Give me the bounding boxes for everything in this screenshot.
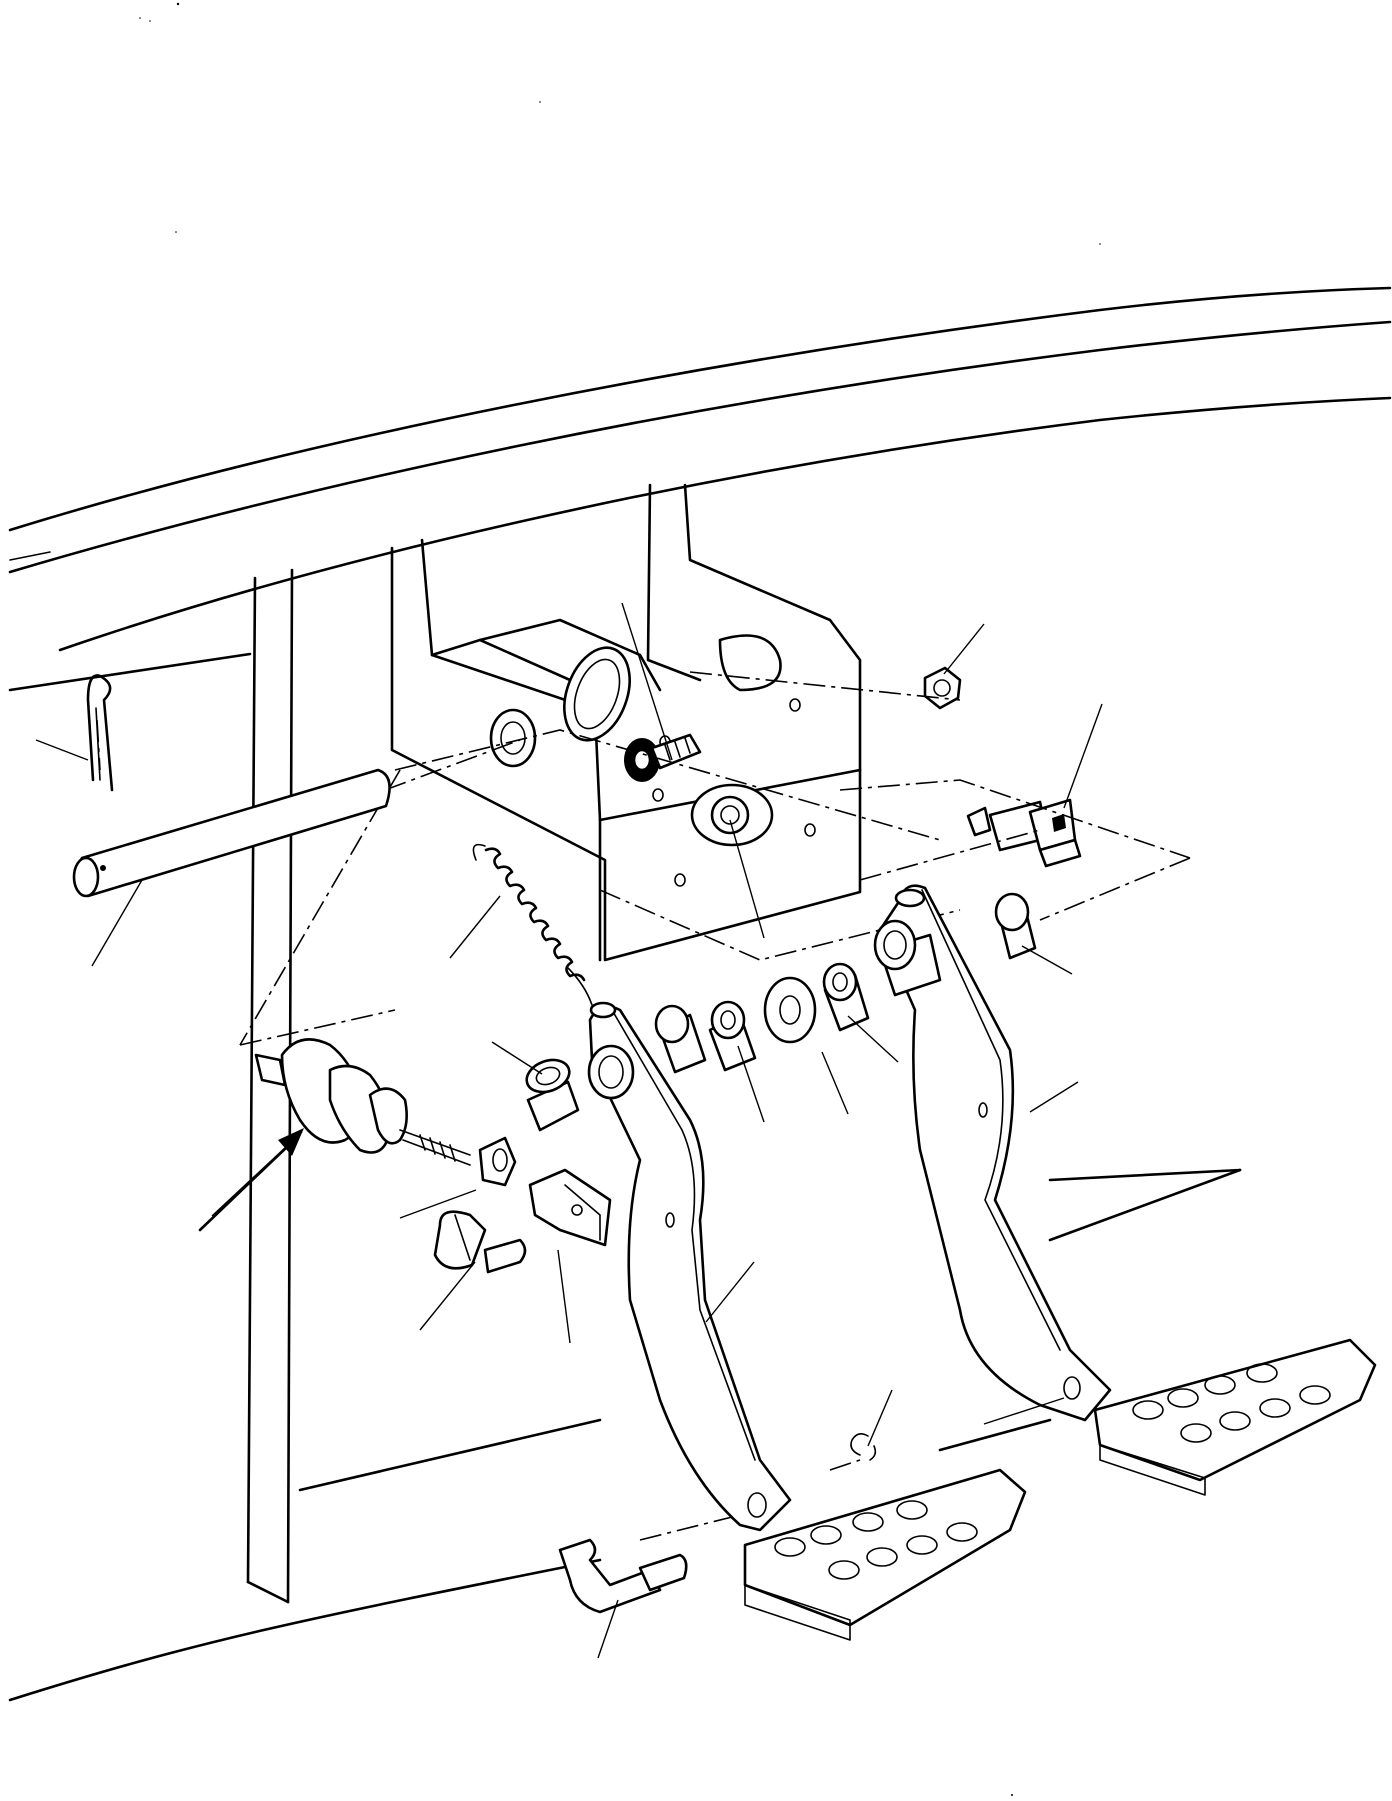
pivot-bushings: [525, 892, 1037, 1132]
scan-specks: [139, 2, 1101, 1796]
direction-arrow-icon: [198, 1128, 304, 1232]
clutch-pedal: [878, 884, 1112, 1422]
cab-side-post: [8, 568, 1242, 1702]
pivot-shaft: [72, 768, 391, 898]
return-spring: [472, 843, 593, 1006]
clevis-fork: [528, 1168, 612, 1247]
clevis-clip: [433, 1210, 527, 1274]
hex-nut: [923, 666, 962, 710]
brake-pedal-pad: [743, 1468, 1027, 1641]
clevis-pin: [558, 1538, 688, 1614]
lock-nut: [478, 1136, 517, 1187]
split-pin: [86, 674, 114, 792]
cab-roof-outline: [8, 286, 1392, 652]
master-cylinder-boot: [254, 1038, 471, 1166]
stop-light-switch: [966, 798, 1082, 868]
callout-leader-lines: [35, 602, 1103, 1659]
circlip: [850, 1432, 877, 1461]
brake-pedal: [587, 1001, 792, 1532]
adjusting-bolt: [624, 733, 702, 782]
clutch-pedal-pad: [1093, 1338, 1377, 1496]
pedal-mounting-bracket: [390, 483, 862, 962]
